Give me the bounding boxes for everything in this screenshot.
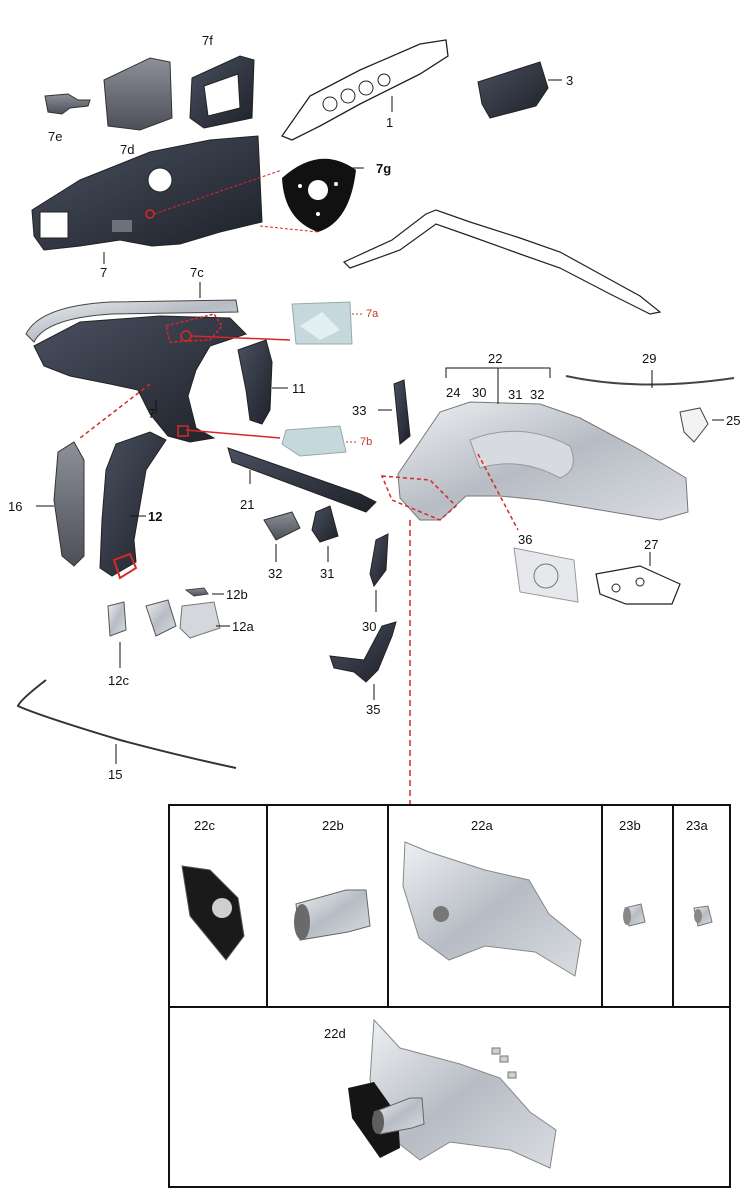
part-22a-panel [402,841,582,977]
part-11-pillar [237,339,288,425]
detail-panel: 22c 22b 22a 23b [168,804,731,1188]
label-7-lower: 7 [148,406,156,421]
part-3-panel [477,61,562,119]
label-12b: 12b [226,587,248,602]
part-12c-clip [107,601,127,668]
part-7d-cover [103,57,173,131]
label-21: 21 [240,497,255,512]
part-21-sill [227,447,377,513]
label-7f: 7f [202,33,213,48]
label-12: 12 [148,509,163,524]
part-7e-bracket [44,93,91,115]
label-29: 29 [642,351,657,366]
part-23a-bushing [693,905,713,927]
part-35-trim [329,621,397,700]
part-12b-tab [184,587,224,597]
label-24: 24 [446,385,461,400]
part-7b-patch [281,425,358,457]
label-7e: 7e [48,129,63,144]
label-12a: 12a [232,619,254,634]
label-23a: 23a [686,818,708,833]
part-23b-bushing [623,903,646,927]
label-33: 33 [352,403,367,418]
label-23b: 23b [619,818,641,833]
part-7f-frame [189,55,255,129]
label-12c: 12c [108,673,129,688]
label-30: 30 [362,619,377,634]
part-31-block [311,505,339,562]
part-30-pillar-trim [369,533,389,612]
label-11: 11 [292,381,306,396]
cell-23a: 23a [674,806,729,1006]
part-1-dash-panel [280,39,449,141]
cell-22c: 22c [170,806,268,1006]
part-22c-plate [181,865,245,961]
part-22d-assembly [348,1018,557,1169]
label-22c: 22c [194,818,215,833]
part-7-wheelhouse [33,313,291,443]
part-15-cable [16,679,237,769]
label-3: 3 [566,73,574,88]
detail-top-row: 22c 22b 22a 23b [170,806,729,1008]
part-12a-cap [145,599,230,639]
label-31: 31 [320,566,335,581]
part-32-block [263,511,301,562]
label-7c: 7c [190,265,204,280]
label-7d: 7d [120,142,135,157]
part-29-seal [565,370,735,388]
label-16: 16 [8,499,23,514]
part-36-plate [513,547,579,603]
part-7g-rubber [153,158,364,233]
part-33-strip [378,379,411,445]
cell-22a: 22a [389,806,603,1006]
part-16-bracket [36,441,85,567]
part-12-panel [99,431,167,580]
label-30-top: 30 [472,385,487,400]
label-25: 25 [726,413,741,428]
label-7g: 7g [376,161,392,176]
part-25-clip [679,407,724,443]
part-long-rail [342,209,662,315]
label-27: 27 [644,537,659,552]
part-22-floor-panel [380,367,689,804]
label-22: 22 [488,351,503,366]
cell-23b: 23b [603,806,674,1006]
cell-22b: 22b [268,806,389,1006]
part-7-inner-panel [31,135,263,264]
label-22a: 22a [471,818,493,833]
label-7: 7 [100,265,108,280]
part-22b-sleeve [294,889,371,941]
label-15: 15 [108,767,123,782]
part-27-bracket [595,552,681,605]
label-22b: 22b [322,818,344,833]
label-31-top: 31 [508,387,523,402]
detail-bottom-row: 22d [170,1008,729,1186]
part-7c-strip [25,282,239,343]
label-35: 35 [366,702,381,717]
part-7a-patch [291,301,364,345]
label-1: 1 [386,115,394,130]
label-32: 32 [268,566,283,581]
label-7a: 7a [366,308,379,320]
label-22d: 22d [324,1026,346,1041]
label-7b: 7b [360,436,373,448]
label-36: 36 [518,532,533,547]
label-32-top: 32 [530,387,545,402]
